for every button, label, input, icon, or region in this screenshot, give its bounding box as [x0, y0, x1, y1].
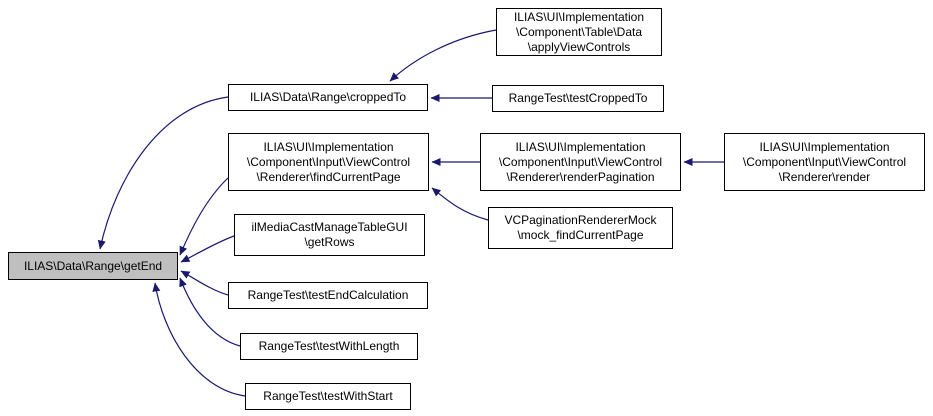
node-render[interactable]: ILIAS\UI\Implementation \Component\Input… — [724, 133, 925, 191]
edge-applyViewControls-croppedTo — [389, 29, 497, 82]
node-croppedto[interactable]: ILIAS\Data\Range\croppedTo — [228, 84, 428, 111]
node-getrows[interactable]: ilMediaCastManageTableGUI \getRows — [234, 214, 425, 256]
node-testwithstart[interactable]: RangeTest\testWithStart — [245, 383, 411, 410]
node-applyviewcontrols[interactable]: ILIAS\UI\Implementation \Component\Table… — [496, 8, 662, 56]
node-renderpagination[interactable]: ILIAS\UI\Implementation \Component\Input… — [480, 133, 681, 191]
node-testwithlength[interactable]: RangeTest\testWithLength — [240, 333, 418, 360]
edge-testWithStart-getEnd — [152, 282, 246, 397]
node-findcurrentpage[interactable]: ILIAS\UI\Implementation \Component\Input… — [228, 133, 429, 191]
node-testcroppedto[interactable]: RangeTest\testCroppedTo — [492, 85, 664, 112]
edge-testWithLength-getEnd — [179, 277, 241, 347]
edge-testEndCalculation-getEnd — [180, 270, 229, 296]
edge-findCurrentPage-getEnd — [179, 177, 229, 256]
edge-croppedTo-getEnd — [97, 96, 229, 250]
node-testendcalculation[interactable]: RangeTest\testEndCalculation — [228, 282, 428, 309]
node-mock-findcurrentpage[interactable]: VCPaginationRendererMock \mock_findCurre… — [488, 207, 673, 249]
edge-mockFindCurrentPage-findCurrentPage — [431, 187, 489, 221]
edge-getRows-getEnd — [180, 235, 235, 263]
node-getend: ILIAS\Data\Range\getEnd — [8, 252, 178, 280]
